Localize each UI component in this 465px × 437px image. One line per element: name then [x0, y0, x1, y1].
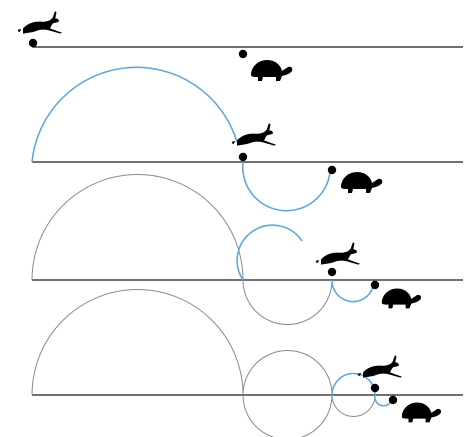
hare-position-dot	[238, 152, 248, 162]
tortoise-icon	[341, 172, 383, 193]
hare-icon	[231, 123, 277, 146]
past-arc	[242, 279, 333, 325]
hare-icon	[17, 11, 63, 34]
current-arc	[331, 372, 376, 396]
past-arc	[31, 174, 244, 281]
row-2	[31, 66, 463, 212]
tortoise-position-dot	[327, 165, 337, 175]
hare-icon	[315, 242, 361, 265]
next-arc	[331, 279, 374, 303]
tortoise-icon	[381, 288, 422, 309]
hare-icon	[357, 355, 403, 378]
tortoise-position-dot	[238, 49, 248, 59]
hare-position-dot	[327, 267, 337, 277]
row-3	[31, 174, 463, 325]
hare-position-dot	[370, 383, 380, 393]
row-1	[17, 11, 463, 81]
row-4	[31, 289, 463, 437]
current-arc	[236, 224, 303, 281]
next-arc	[241, 161, 331, 212]
hare-position-dot	[28, 38, 38, 48]
tortoise-position-dot	[388, 395, 398, 405]
past-arc	[31, 289, 244, 396]
tortoise-icon	[401, 402, 442, 423]
tortoise-position-dot	[370, 280, 380, 290]
past-arc	[331, 394, 376, 417]
tortoise-icon	[251, 60, 293, 81]
current-arc	[31, 66, 238, 163]
past-circle	[242, 350, 333, 437]
